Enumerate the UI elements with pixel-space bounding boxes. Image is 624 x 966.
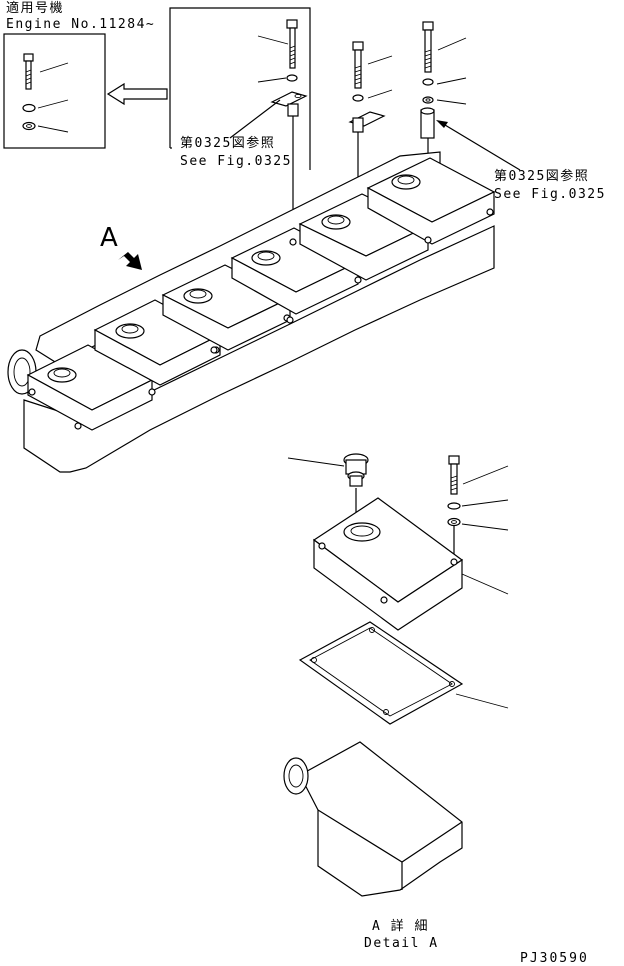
detail-a-drawing xyxy=(283,453,509,897)
fig-reference-en-1: See Fig.0325 xyxy=(180,154,292,169)
applicable-units-label-jp: 適用号機 xyxy=(6,1,65,16)
drawing-code: PJ30590 xyxy=(520,951,589,966)
engine-number-label: Engine No.11284~ xyxy=(6,17,156,32)
head-cover-1 xyxy=(26,344,154,431)
fig-reference-jp-1: 第0325図参照 xyxy=(180,136,276,151)
inset-washer xyxy=(22,121,36,131)
view-arrow-a xyxy=(118,252,142,270)
engine-assembly xyxy=(7,151,496,473)
head-cover-6 xyxy=(366,157,496,245)
detail-title-jp: A 詳 細 xyxy=(372,919,429,934)
inset-spring-washer xyxy=(22,103,36,113)
head-cover-3 xyxy=(161,264,292,354)
inset-box-left xyxy=(3,33,106,149)
fig-reference-jp-2: 第0325図参照 xyxy=(494,169,590,184)
head-cover-5 xyxy=(298,193,430,284)
view-marker-label: A xyxy=(100,223,118,253)
fig-reference-en-2: See Fig.0325 xyxy=(494,187,606,202)
inset-bolt xyxy=(23,53,34,90)
inset-box-middle xyxy=(169,7,311,240)
detail-title-en: Detail A xyxy=(364,936,439,951)
open-arrow-left xyxy=(106,82,168,106)
